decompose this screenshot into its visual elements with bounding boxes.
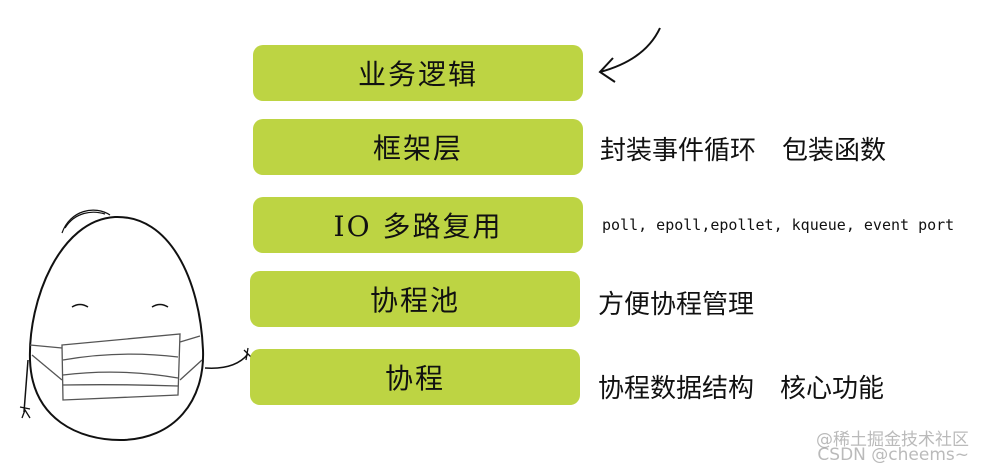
- framework-note: 封装事件循环 包装函数: [600, 136, 887, 166]
- watermark-line-2: CSDN @cheems~: [817, 445, 969, 465]
- layer-coroutine: 协程: [250, 349, 580, 405]
- layer-framework: 框架层: [253, 119, 583, 175]
- egg-character-icon: [19, 209, 253, 442]
- layer-label: 协程池: [369, 284, 460, 317]
- layer-business-logic: 业务逻辑: [253, 45, 583, 101]
- layer-label: 业务逻辑: [357, 58, 478, 91]
- layer-label: IO 多路复用: [333, 210, 503, 243]
- arrow-icon: [598, 27, 661, 83]
- io-note: poll, epoll,epollet, kqueue, event port: [602, 216, 955, 234]
- coroutine-note: 协程数据结构 核心功能: [598, 374, 885, 404]
- watermark: @稀土掘金技术社区 CSDN @cheems~: [816, 430, 969, 465]
- layer-label: 框架层: [372, 132, 463, 165]
- layer-coroutine-pool: 协程池: [250, 271, 580, 327]
- coroutine-pool-note: 方便协程管理: [598, 290, 755, 320]
- layer-io-multiplexing: IO 多路复用: [253, 197, 583, 253]
- layer-label: 协程: [384, 362, 445, 395]
- watermark-line-1: @稀土掘金技术社区: [816, 430, 969, 450]
